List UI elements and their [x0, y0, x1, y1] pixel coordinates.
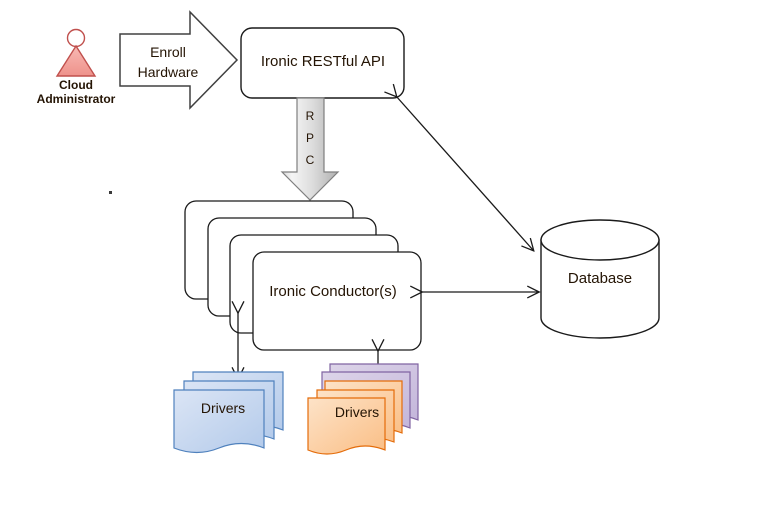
drivers-orange-sheet-1 [307, 397, 386, 455]
cloud-administrator-actor [55, 28, 97, 77]
connector-api-to-database [396, 96, 533, 250]
actor-body-icon [55, 44, 97, 77]
enroll-arrow-shape [119, 10, 239, 110]
conductor-sheet-1 [252, 251, 422, 351]
database-body [540, 239, 660, 339]
drivers-orange-stack [307, 363, 419, 455]
stray-dot-artifact [109, 191, 112, 194]
drivers-blue-stack [173, 371, 284, 454]
database-top-ellipse [540, 219, 660, 261]
rpc-block-arrow [280, 97, 340, 201]
drivers-blue-sheet-1 [173, 389, 265, 454]
ironic-conductor-stack [184, 200, 422, 351]
api-box-shape [240, 27, 405, 99]
ironic-restful-api-box [240, 27, 405, 99]
database-cylinder [540, 219, 660, 339]
actor-head-icon [66, 28, 86, 48]
enroll-hardware-block-arrow [119, 10, 239, 110]
rpc-arrow-shape [280, 97, 340, 201]
